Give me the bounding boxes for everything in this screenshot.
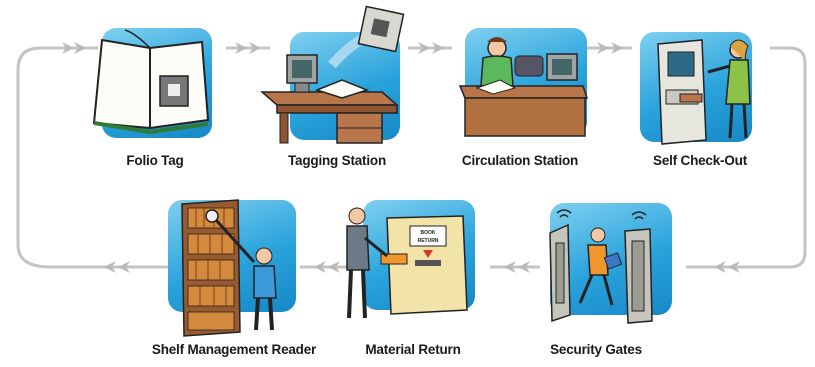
arrow-right-icon <box>74 42 86 54</box>
bookshelf-reader-icon <box>181 199 277 337</box>
arrow-right-icon <box>235 42 247 54</box>
step-label: Material Return <box>365 342 461 357</box>
book-return-icon: BOOK RETURN <box>346 207 468 319</box>
arrow-left-icon <box>328 261 340 273</box>
arrow-right-icon <box>418 42 430 54</box>
arrow-right-icon <box>62 42 74 54</box>
step-material-return: BOOK RETURN <box>335 198 485 336</box>
step-folio-tag <box>90 28 220 143</box>
svg-text:BOOK: BOOK <box>421 230 436 236</box>
step-label: Tagging Station <box>288 153 386 168</box>
svg-text:RETURN: RETURN <box>418 238 439 244</box>
step-shelf-management-reader <box>168 198 308 338</box>
step-tagging-station <box>259 5 412 145</box>
circulation-desk-icon <box>458 37 589 137</box>
arrow-right-icon <box>249 42 261 54</box>
step-label: Circulation Station <box>461 153 579 168</box>
step-security-gates <box>540 203 680 338</box>
tagging-desk-icon <box>259 5 405 144</box>
arrow-left-icon <box>314 261 326 273</box>
open-book-with-tag-icon <box>92 29 210 135</box>
step-label: Security Gates <box>550 342 642 357</box>
step-label: Folio Tag <box>126 153 184 168</box>
arrow-left-icon <box>504 261 516 273</box>
arrow-left-icon <box>104 261 116 273</box>
arrow-right-icon <box>597 42 609 54</box>
arrow-left-icon <box>118 261 130 273</box>
security-gates-icon <box>549 209 653 324</box>
step-circulation-station <box>455 28 595 146</box>
arrow-left-icon <box>728 261 740 273</box>
arrow-left-icon <box>518 261 530 273</box>
step-label: Shelf Management Reader <box>151 342 317 357</box>
arrow-right-icon <box>611 42 623 54</box>
step-label: Self Check-Out <box>653 153 747 168</box>
arrow-left-icon <box>714 261 726 273</box>
arrow-right-icon <box>432 42 444 54</box>
self-checkout-kiosk-icon <box>657 39 751 145</box>
step-self-check-out <box>640 32 765 150</box>
